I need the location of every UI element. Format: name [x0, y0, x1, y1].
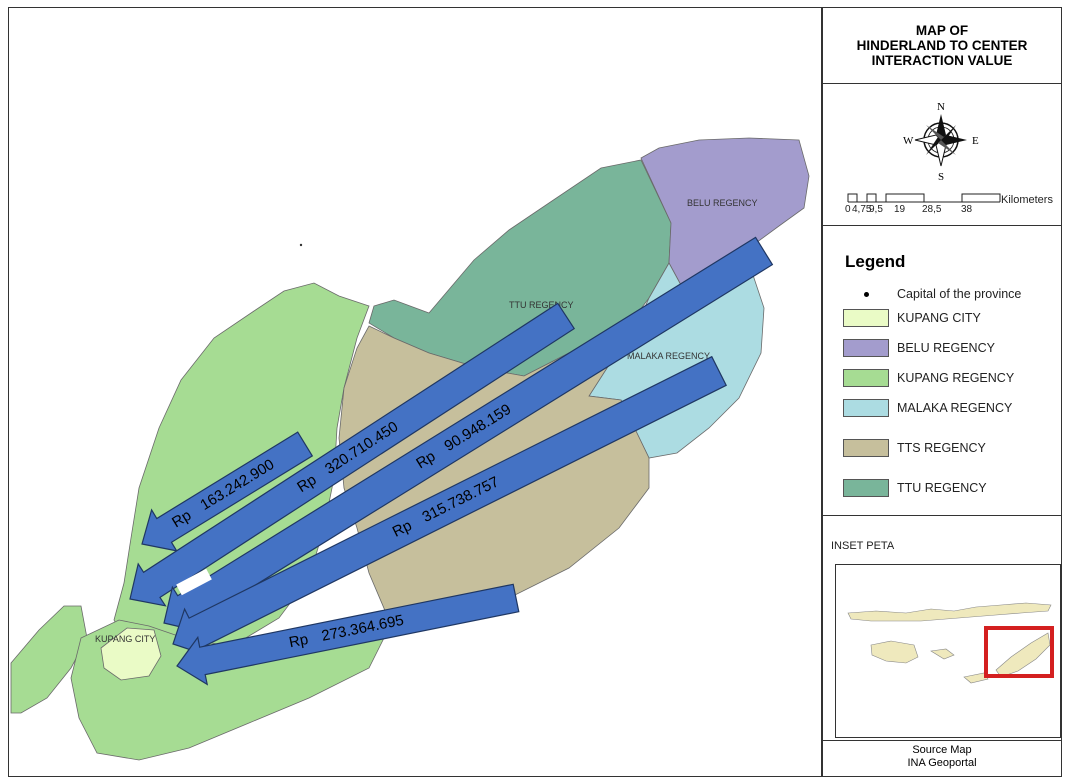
- legend-item: KUPANG REGENCY: [843, 368, 1014, 388]
- legend-swatch: [843, 479, 889, 497]
- legend-label: KUPANG REGENCY: [897, 371, 1015, 385]
- legend-swatch: [843, 339, 889, 357]
- scale-tick: 4,75: [852, 204, 872, 215]
- inset-section: INSET PETA: [823, 516, 1061, 741]
- capital-dot-icon: [843, 291, 889, 297]
- legend-label: TTU REGENCY: [897, 481, 987, 495]
- legend-title: Legend: [845, 252, 906, 271]
- scale-bar: [847, 193, 1001, 203]
- inset-highlight-box: [984, 626, 1054, 678]
- flow-currency: Rp: [288, 631, 310, 651]
- inset-island-chain: [847, 602, 1052, 622]
- legend-swatch: [843, 399, 889, 417]
- scale-tick: 9,5: [869, 204, 883, 215]
- flow-arrow: [129, 302, 576, 607]
- legend-label: Capital of the province: [897, 287, 1022, 301]
- map-label-ttu: TTU REGENCY: [509, 300, 574, 310]
- legend-item: MALAKA REGENCY: [843, 398, 1012, 418]
- legend-label: TTS REGENCY: [897, 441, 986, 455]
- compass-s: S: [938, 171, 944, 183]
- inset-island-flores-small: [930, 648, 955, 660]
- map-blank-patch: [176, 568, 212, 596]
- flow-arrow: [176, 583, 520, 686]
- map-title: MAP OF HINDERLAND TO CENTER INTERACTION …: [823, 8, 1061, 84]
- legend-swatch: [843, 309, 889, 327]
- map-title-line3: INTERACTION VALUE: [871, 53, 1013, 68]
- compass-n: N: [937, 101, 945, 113]
- legend-section: Legend Capital of the province KUPANG CI…: [823, 226, 1061, 516]
- compass-scale-section: N S W E Kilometers 0 4,75 9,5 19 28,5 38: [823, 84, 1061, 226]
- map-label-kupang-city: KUPANG CITY: [95, 634, 155, 644]
- inset-island-sumba: [870, 640, 919, 664]
- legend-swatch: [843, 369, 889, 387]
- legend-label: KUPANG CITY: [897, 311, 981, 325]
- compass-w: W: [903, 135, 914, 147]
- compass-rose-icon: N S W E Kilometers: [847, 101, 1053, 206]
- legend-swatch: [843, 439, 889, 457]
- scale-tick: 38: [961, 204, 973, 215]
- map-title-line1: MAP OF: [915, 23, 969, 38]
- inset-island-rote: [963, 672, 989, 684]
- source-section: Source Map INA Geoportal: [823, 741, 1061, 776]
- legend-label: MALAKA REGENCY: [897, 401, 1013, 415]
- region-kupang-city[interactable]: [100, 627, 162, 681]
- legend-item: TTU REGENCY: [843, 478, 987, 498]
- map-title-line2: HINDERLAND TO CENTER: [856, 38, 1028, 53]
- legend-item-capital: Capital of the province: [843, 284, 1021, 304]
- flow-arrow: [141, 431, 314, 552]
- scale-unit: Kilometers: [1001, 194, 1053, 206]
- scale-tick: 0: [845, 204, 851, 215]
- legend-label: BELU REGENCY: [897, 341, 995, 355]
- map-svg: BELU REGENCY TTU REGENCY MALAKA REGENCY …: [10, 137, 810, 761]
- inset-map-svg: [847, 602, 1054, 684]
- flow-currency: Rp: [390, 517, 415, 541]
- scale-tick: 19: [894, 204, 906, 215]
- source-line1: Source Map: [912, 744, 972, 756]
- inset-island-timor: [995, 632, 1051, 678]
- legend-item: TTS REGENCY: [843, 438, 986, 458]
- inset-map: [835, 564, 1061, 738]
- legend-item: BELU REGENCY: [843, 338, 995, 358]
- map-side-panel: MAP OF HINDERLAND TO CENTER INTERACTION …: [822, 7, 1062, 777]
- inset-title: INSET PETA: [831, 540, 895, 552]
- source-line2: INA Geoportal: [907, 757, 977, 769]
- compass-e: E: [972, 135, 979, 147]
- map-label-belu: BELU REGENCY: [687, 198, 758, 208]
- legend-item: KUPANG CITY: [843, 308, 981, 328]
- map-label-malaka: MALAKA REGENCY: [627, 351, 710, 361]
- scale-tick: 28,5: [922, 204, 942, 215]
- map-canvas[interactable]: BELU REGENCY TTU REGENCY MALAKA REGENCY …: [8, 7, 822, 777]
